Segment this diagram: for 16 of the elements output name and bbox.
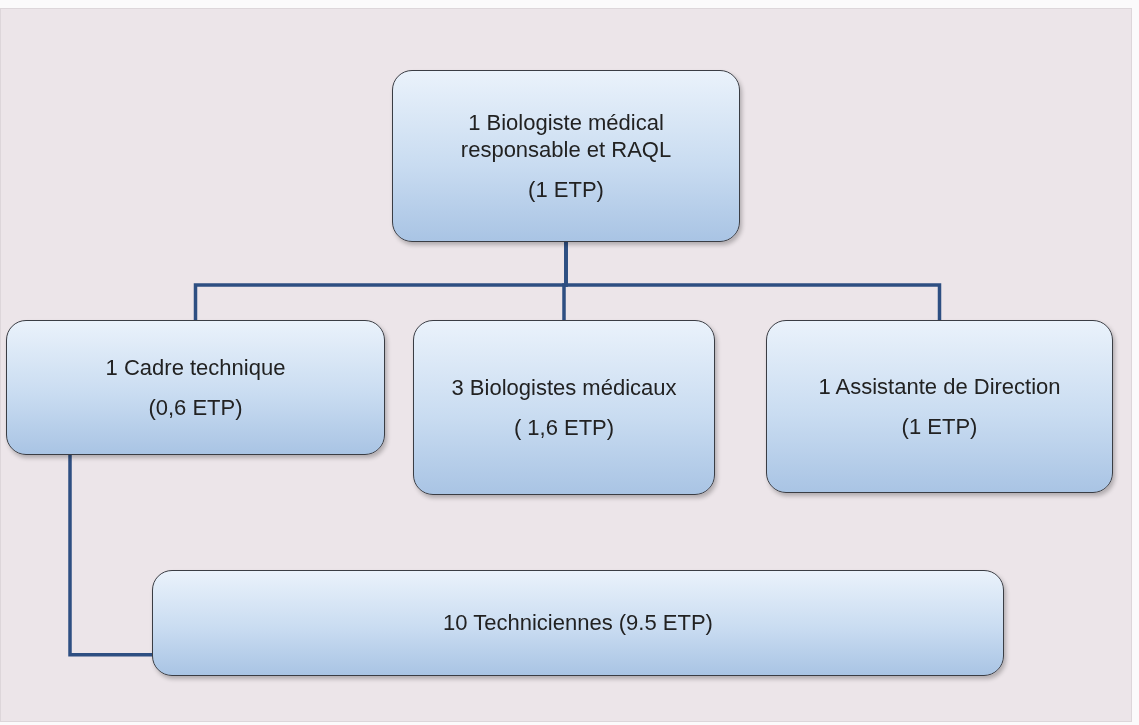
box-label: 1 Assistante de Direction [818, 373, 1061, 401]
box-label: (1 ETP) [528, 175, 604, 204]
box-label: 10 Techniciennes (9.5 ETP) [443, 609, 713, 637]
box-label: 3 Biologistes médicaux [451, 374, 677, 402]
box-label: (1 ETP) [901, 412, 978, 440]
rounded-box [6, 320, 385, 455]
connector-line [564, 242, 942, 320]
box-label: (0,6 ETP) [148, 393, 243, 421]
box-label: 1 Biologiste médical responsable et RAQL [459, 108, 673, 164]
box-label: ( 1,6 ETP) [513, 413, 615, 441]
rounded-box [152, 570, 1004, 676]
connector-line [68, 455, 152, 657]
box-label: 1 Cadre technique [105, 354, 286, 382]
rounded-box [392, 70, 740, 242]
rounded-box [766, 320, 1113, 493]
rounded-box [413, 320, 715, 495]
